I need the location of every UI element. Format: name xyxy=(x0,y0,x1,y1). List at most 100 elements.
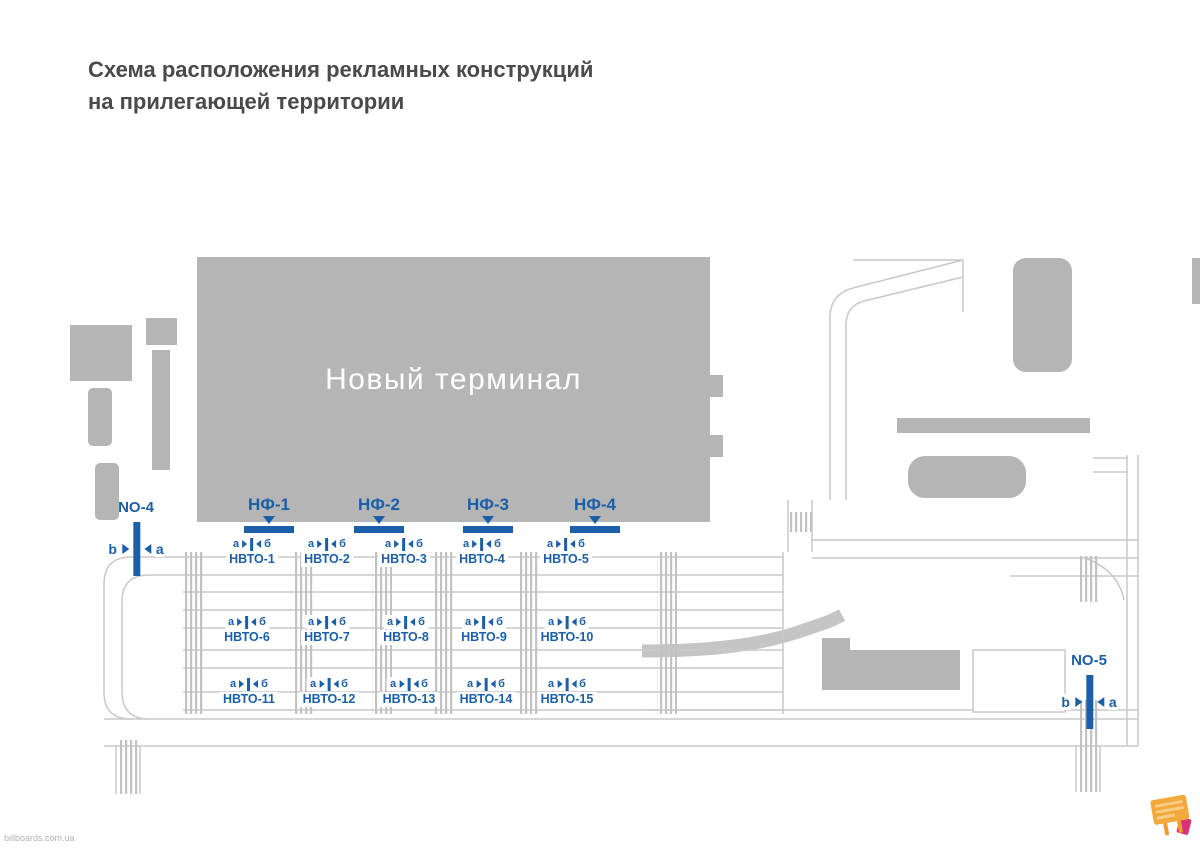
arrow-right-icon xyxy=(399,680,405,688)
arrow-left-icon xyxy=(1096,697,1104,707)
arrow-left-icon xyxy=(488,618,494,626)
arrow-right-icon xyxy=(474,618,480,626)
billboard-bar xyxy=(354,526,404,533)
billboard-bar-icon xyxy=(565,615,569,629)
nvto-label: НВТО-15 xyxy=(537,692,597,707)
marker-letter-b: б xyxy=(264,538,271,550)
arrow-right-icon xyxy=(476,680,482,688)
direction-marker: а б xyxy=(464,677,508,691)
nvto-label: НВТО-12 xyxy=(299,692,359,707)
marker-letter-a: а xyxy=(548,616,555,628)
billboard-bar-icon xyxy=(245,615,249,629)
direction-marker: а б xyxy=(462,615,506,629)
arrow-right-icon xyxy=(557,618,563,626)
marker-letter-a: а xyxy=(547,538,554,550)
arrow-left-icon xyxy=(256,540,262,548)
arrow-right-icon xyxy=(317,618,323,626)
nvto-label: НВТО-5 xyxy=(540,552,592,567)
nvto-cell-13: а б НВТО-13 xyxy=(379,677,439,707)
direction-marker: а б xyxy=(230,537,274,551)
arrow-left-icon xyxy=(143,544,151,554)
nvto-cell-4: а б НВТО-4 xyxy=(456,537,508,567)
direction-marker: а б xyxy=(227,677,271,691)
billboard-bar-icon xyxy=(132,522,140,576)
marker-letter-b: б xyxy=(498,678,505,690)
buildings xyxy=(70,257,1200,690)
direction-marker: а б xyxy=(384,615,428,629)
nvto-label: НВТО-9 xyxy=(458,630,510,645)
direction-marker: а б xyxy=(225,615,269,629)
arrow-left-icon xyxy=(331,618,337,626)
arrow-left-icon xyxy=(490,680,496,688)
building-right-3 xyxy=(908,456,1026,498)
nvto-cell-3: а б НВТО-3 xyxy=(378,537,430,567)
direction-marker: а б xyxy=(545,615,589,629)
direction-marker-vertical: b a xyxy=(107,522,165,576)
billboard-bar-icon xyxy=(480,537,484,551)
direction-marker: а б xyxy=(545,677,589,691)
building-left-5 xyxy=(95,463,119,520)
marker-letter-b: б xyxy=(261,678,268,690)
nvto-label: НВТО-1 xyxy=(226,552,278,567)
arrow-right-icon xyxy=(1074,697,1082,707)
arrow-left-icon xyxy=(570,540,576,548)
marker-letter-b: б xyxy=(416,538,423,550)
building-left-4 xyxy=(152,350,170,470)
arrow-left-icon xyxy=(408,540,414,548)
arrow-right-icon xyxy=(317,540,323,548)
direction-marker: а б xyxy=(387,677,431,691)
marker-letter-a-latin: a xyxy=(154,541,165,557)
nvto-label: НВТО-13 xyxy=(379,692,439,707)
billboard-bar-icon xyxy=(564,537,568,551)
marker-letter-a: а xyxy=(467,678,474,690)
nf-marker-1: НФ-1 xyxy=(244,496,294,533)
billboard-bar-icon xyxy=(247,677,251,691)
billboards-logo-icon xyxy=(1150,794,1192,836)
marker-letter-a: а xyxy=(310,678,317,690)
marker-letter-b: б xyxy=(418,616,425,628)
direction-marker: а б xyxy=(382,537,426,551)
direction-marker: а б xyxy=(305,615,349,629)
marker-letter-a: а xyxy=(463,538,470,550)
arrow-left-icon xyxy=(251,618,257,626)
arrow-left-icon xyxy=(486,540,492,548)
nvto-cell-6: а б НВТО-6 xyxy=(221,615,273,645)
page-title-line1: Схема расположения рекламных конструкций xyxy=(88,57,594,82)
page-title-line2: на прилегающей территории xyxy=(88,89,405,114)
nf-marker-3: НФ-3 xyxy=(463,496,513,533)
marker-letter-b: б xyxy=(579,678,586,690)
nf-label: НФ-2 xyxy=(358,495,400,514)
arrow-left-icon xyxy=(571,618,577,626)
direction-marker: а б xyxy=(305,537,349,551)
nvto-label: НВТО-8 xyxy=(380,630,432,645)
nf-label: НФ-3 xyxy=(467,495,509,514)
marker-letter-b: б xyxy=(259,616,266,628)
nvto-label: НВТО-7 xyxy=(301,630,353,645)
building-right-1 xyxy=(1013,258,1072,372)
direction-marker: а б xyxy=(307,677,351,691)
building-bottom-right-1 xyxy=(822,650,960,690)
marker-letter-b-latin: b xyxy=(107,541,118,557)
billboard-bar-icon xyxy=(327,677,331,691)
marker-letter-b: б xyxy=(496,616,503,628)
page-title: Схема расположения рекламных конструкций… xyxy=(88,54,593,118)
building-bottom-right-1b xyxy=(822,638,850,652)
nvto-cell-12: а б НВТО-12 xyxy=(299,677,359,707)
terminal-building xyxy=(197,257,723,522)
marker-letter-a: а xyxy=(308,616,315,628)
nvto-cell-15: а б НВТО-15 xyxy=(537,677,597,707)
no-label: NO-5 xyxy=(1071,652,1107,669)
marker-letter-a: а xyxy=(233,538,240,550)
nvto-label: НВТО-6 xyxy=(221,630,273,645)
marker-letter-b: б xyxy=(579,616,586,628)
billboard-bar-icon xyxy=(325,615,329,629)
nvto-label: НВТО-11 xyxy=(219,692,279,707)
marker-letter-a: а xyxy=(548,678,555,690)
arrow-right-icon xyxy=(396,618,402,626)
direction-marker: а б xyxy=(544,537,588,551)
arrow-down-icon xyxy=(482,516,494,524)
nvto-label: НВТО-3 xyxy=(378,552,430,567)
arrow-left-icon xyxy=(253,680,259,688)
nf-label: НФ-1 xyxy=(248,495,290,514)
marker-letter-b: б xyxy=(494,538,501,550)
